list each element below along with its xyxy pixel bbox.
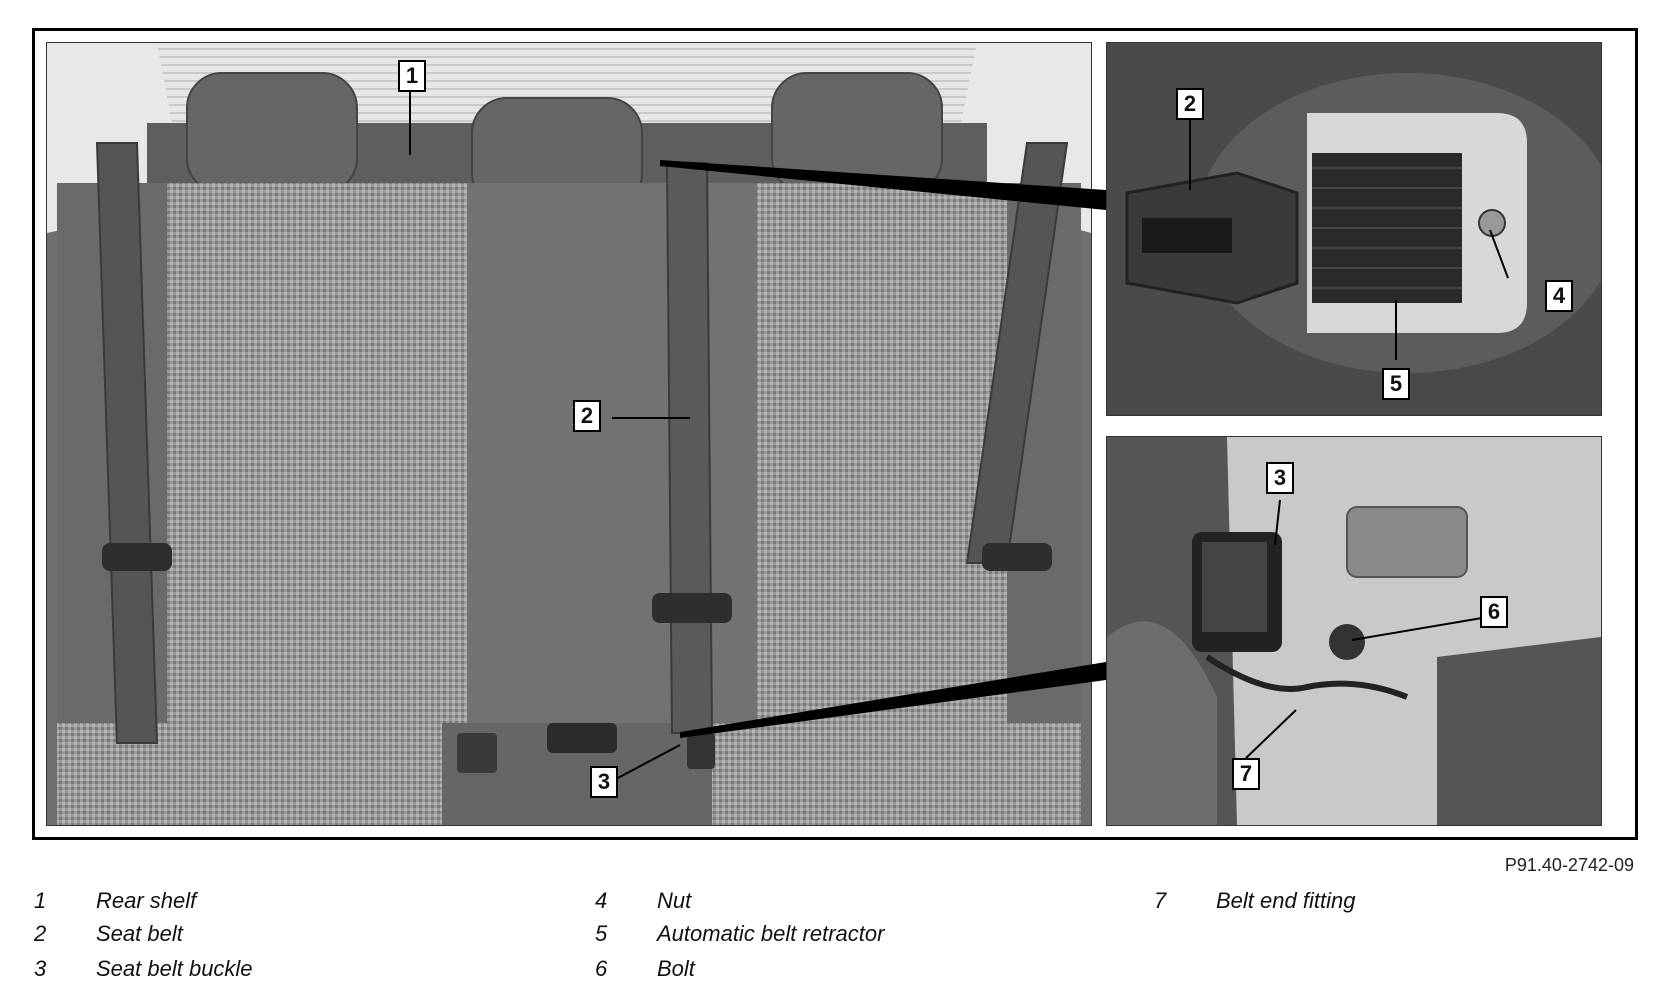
legend-label: Bolt [657,956,695,981]
callout-main-3: 3 [590,766,618,798]
legend-number: 1 [34,888,47,913]
callout-bottom-6: 6 [1480,596,1508,628]
legend-label: Seat belt buckle [96,956,253,981]
legend-label: Automatic belt retractor [657,921,885,946]
callout-bottom-7: 7 [1232,758,1260,790]
legend-number: 3 [34,956,47,981]
legend-number: 6 [595,956,608,981]
legend-number: 5 [595,921,608,946]
callout-top-5: 5 [1382,368,1410,400]
legend-label: Rear shelf [96,888,197,913]
callout-main-1: 1 [398,60,426,92]
main-photo-rear-seat [46,42,1092,826]
legend-label: Seat belt [96,921,183,946]
detail-photo-belt-end-fitting [1106,436,1602,826]
legend-number: 7 [1154,888,1167,913]
callout-top-4: 4 [1545,280,1573,312]
callout-top-2: 2 [1176,88,1204,120]
callout-bottom-3: 3 [1266,462,1294,494]
legend-number: 2 [34,921,47,946]
legend-label: Nut [657,888,692,913]
callout-main-2: 2 [573,400,601,432]
legend-label: Belt end fitting [1216,888,1356,913]
legend-number: 4 [595,888,608,913]
figure-reference-code: P91.40-2742-09 [1504,855,1634,875]
